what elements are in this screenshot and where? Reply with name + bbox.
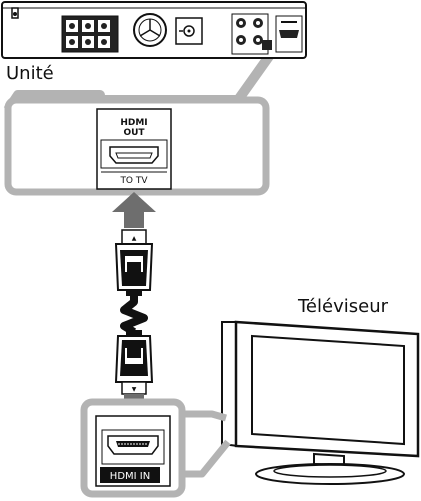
tv-callout-leader: [178, 410, 231, 478]
av-jacks: [231, 13, 272, 55]
rear-hdmi-port: [275, 15, 303, 53]
speaker-terminals: [61, 15, 119, 53]
television: [221, 320, 420, 485]
unit-rear-panel: [1, 1, 307, 59]
cooling-fan: [133, 13, 167, 47]
hdmi-plug-bottom: ▼: [114, 330, 154, 395]
antenna-jack: [175, 17, 203, 45]
tv-label: Téléviseur: [297, 296, 389, 317]
unit-label: Unité: [6, 63, 54, 84]
hdmi-out-port: [109, 146, 159, 164]
hdmi-out-callout: HDMI OUT TO TV: [4, 96, 270, 196]
hdmi-cable: ▲ ▼: [114, 229, 154, 395]
hdmi-out-title-line1: HDMI: [120, 118, 147, 128]
hdmi-out-caption: TO TV: [119, 176, 148, 186]
hdmi-in-caption: HDMI IN: [110, 471, 150, 482]
svg-text:▼: ▼: [132, 386, 137, 393]
hdmi-out-title-line2: OUT: [123, 128, 145, 138]
svg-text:▲: ▲: [132, 235, 137, 242]
hdmi-in-port: [101, 429, 165, 465]
hdmi-in-callout: HDMI IN: [80, 398, 186, 498]
arrow-up: [112, 192, 156, 228]
hdmi-plug-top: ▲: [114, 229, 154, 296]
